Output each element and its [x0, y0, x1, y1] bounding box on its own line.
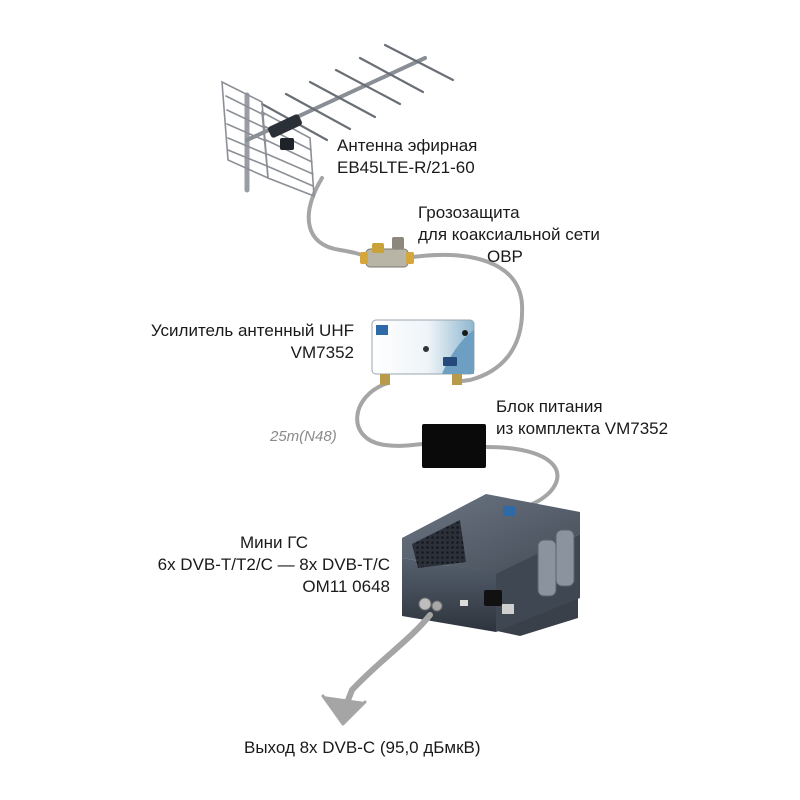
output-label: Выход 8x DVB-C (95,0 дБмкВ): [244, 738, 481, 757]
protector-label: Грозозащита для коаксиальной сети OBP: [418, 202, 630, 268]
headend-model: OM11 0648: [302, 577, 390, 596]
protector-desc: для коаксиальной сети: [418, 225, 600, 244]
psu-desc: из комплекта VM7352: [496, 419, 669, 438]
antenna-dipole: [268, 114, 302, 150]
amplifier-model: VM7352: [290, 343, 354, 362]
cable-antenna-to-protector: [306, 176, 370, 260]
amplifier-label: Усилитель антенный UHF VM7352: [110, 320, 354, 364]
cable-protector-to-amplifier: [404, 252, 525, 383]
headend-front: [402, 558, 496, 632]
amplifier-name: Усилитель антенный UHF: [150, 321, 354, 340]
antenna-label: Антенна эфирная EB45LTE-R/21-60: [337, 135, 477, 179]
headend-power-socket: [484, 590, 502, 606]
power-supply-block: [422, 424, 486, 468]
headend-ethernet-port: [502, 604, 514, 614]
antenna-model: EB45LTE-R/21-60: [337, 158, 475, 177]
antenna: [221, 43, 455, 198]
headend-device: [402, 494, 580, 636]
headend-label: Мини ГС 6x DVB-T/T2/C — 8x DVB-T/C OM11 …: [120, 532, 390, 598]
protector-model: OBP: [487, 247, 523, 266]
cable-length-label: 25m(N48): [270, 428, 337, 445]
headend-spec: 6x DVB-T/T2/C — 8x DVB-T/C: [157, 555, 390, 574]
antenna-reflector: [221, 80, 315, 198]
surge-protector: [360, 237, 414, 268]
amplifier-device: [371, 319, 475, 385]
headend-modules: [537, 529, 575, 597]
antenna-name: Антенна эфирная: [337, 136, 478, 155]
psu-label: Блок питания из комплекта VM7352: [496, 396, 668, 440]
protector-name: Грозозащита: [418, 203, 520, 222]
output-arrow: [321, 612, 433, 726]
headend-name: Мини ГС: [240, 533, 308, 552]
cable-amplifier-to-psu: [355, 381, 424, 448]
headend-grill: [412, 520, 466, 568]
headend-rf-connectors: [418, 597, 443, 612]
psu-name: Блок питания: [496, 397, 603, 416]
